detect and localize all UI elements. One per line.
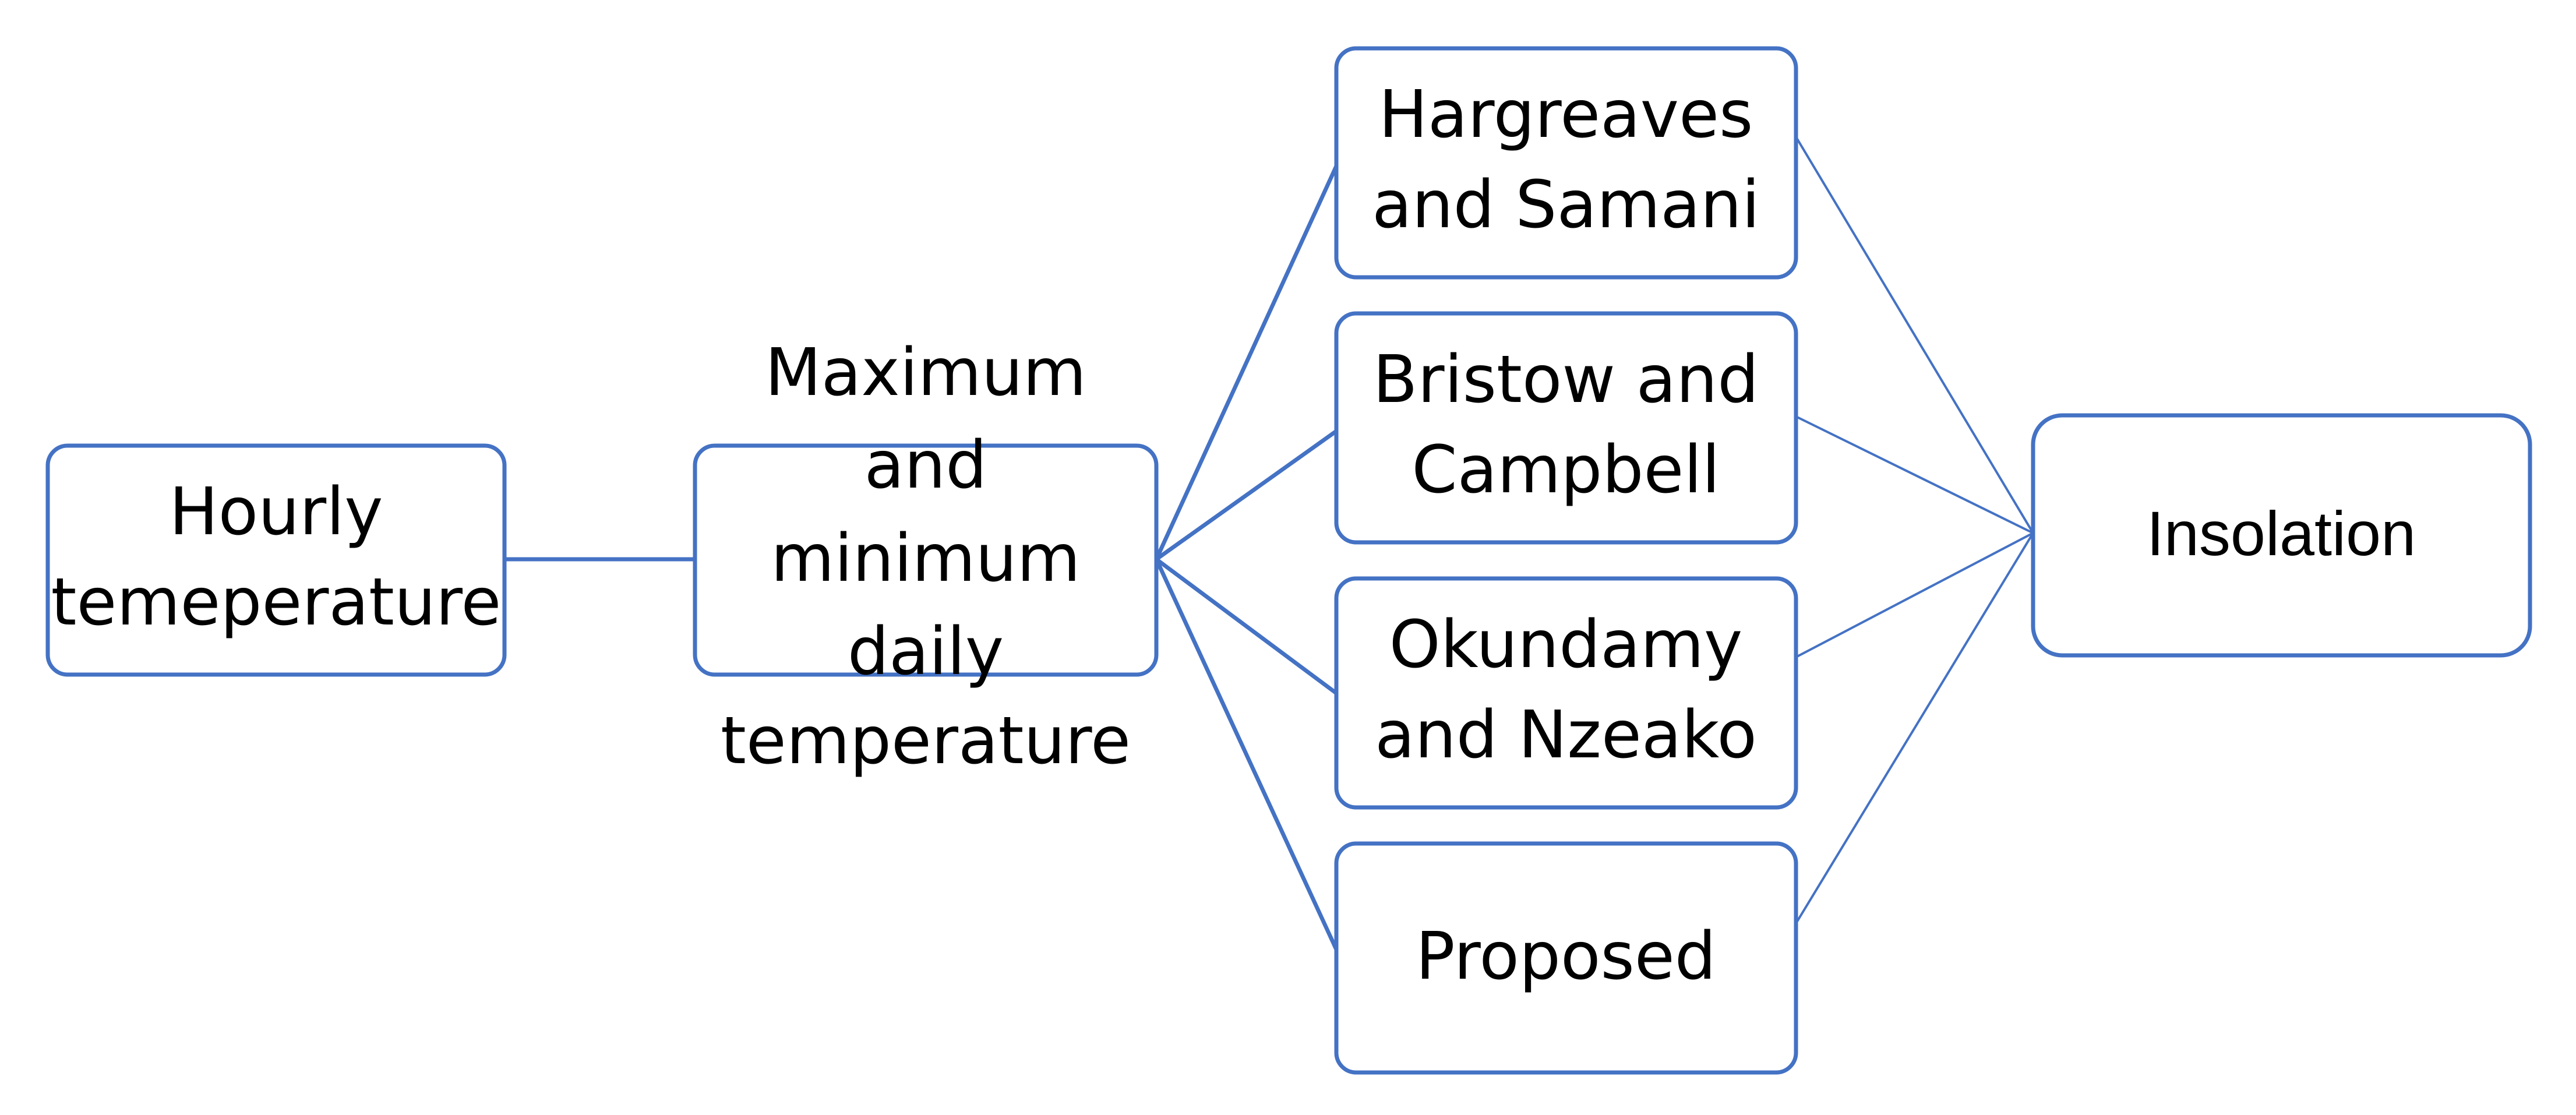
node-bristow-line-2: Campbell bbox=[1411, 432, 1720, 508]
node-maxmin-line-5: temperature bbox=[721, 703, 1131, 779]
node-insolation-line-1: Insolation bbox=[2147, 498, 2416, 569]
node-hargreaves-and-samani: Hargreaves and Samani bbox=[1334, 46, 1798, 280]
node-okundamy-and-nzeako: Okundamy and Nzeako bbox=[1334, 576, 1798, 810]
node-proposed: Proposed bbox=[1334, 841, 1798, 1075]
node-maxmin-line-4: daily bbox=[848, 614, 1004, 690]
edge-maxmin-to-proposed bbox=[1154, 558, 1339, 951]
node-hourly-line-1: Hourly bbox=[169, 474, 383, 550]
node-hargreaves-line-2: and Samani bbox=[1372, 167, 1760, 243]
edge-maxmin-to-hargreaves bbox=[1154, 165, 1339, 560]
node-okundamy-line-1: Okundamy bbox=[1389, 607, 1743, 683]
node-hargreaves-line-1: Hargreaves bbox=[1379, 77, 1753, 153]
edge-okundamy-to-insolation bbox=[1795, 532, 2034, 658]
node-hourly-temperature: Hourly temeperature bbox=[45, 443, 507, 677]
node-okundamy-line-2: and Nzeako bbox=[1375, 697, 1757, 773]
edges bbox=[504, 136, 2034, 951]
node-hourly-line-2: temeperature bbox=[51, 564, 502, 640]
node-bristow-line-1: Bristow and bbox=[1373, 342, 1759, 418]
edge-maxmin-to-okundamy bbox=[1155, 558, 1338, 695]
edge-bristow-to-insolation bbox=[1795, 415, 2034, 534]
node-insolation: Insolation bbox=[2031, 413, 2532, 658]
edge-proposed-to-insolation bbox=[1795, 532, 2034, 925]
node-proposed-line-1: Proposed bbox=[1416, 919, 1716, 994]
node-maxmin-line-1: Maximum bbox=[765, 335, 1086, 411]
node-bristow-and-campbell: Bristow and Campbell bbox=[1334, 311, 1798, 545]
node-maxmin-line-2: and bbox=[864, 428, 987, 503]
edge-hargreaves-to-insolation bbox=[1795, 136, 2034, 534]
edge-maxmin-to-bristow bbox=[1155, 429, 1338, 561]
node-maxmin-line-3: minimum bbox=[771, 521, 1081, 597]
node-max-min-daily-temperature: Maximum and minimum daily temperature bbox=[693, 335, 1159, 779]
